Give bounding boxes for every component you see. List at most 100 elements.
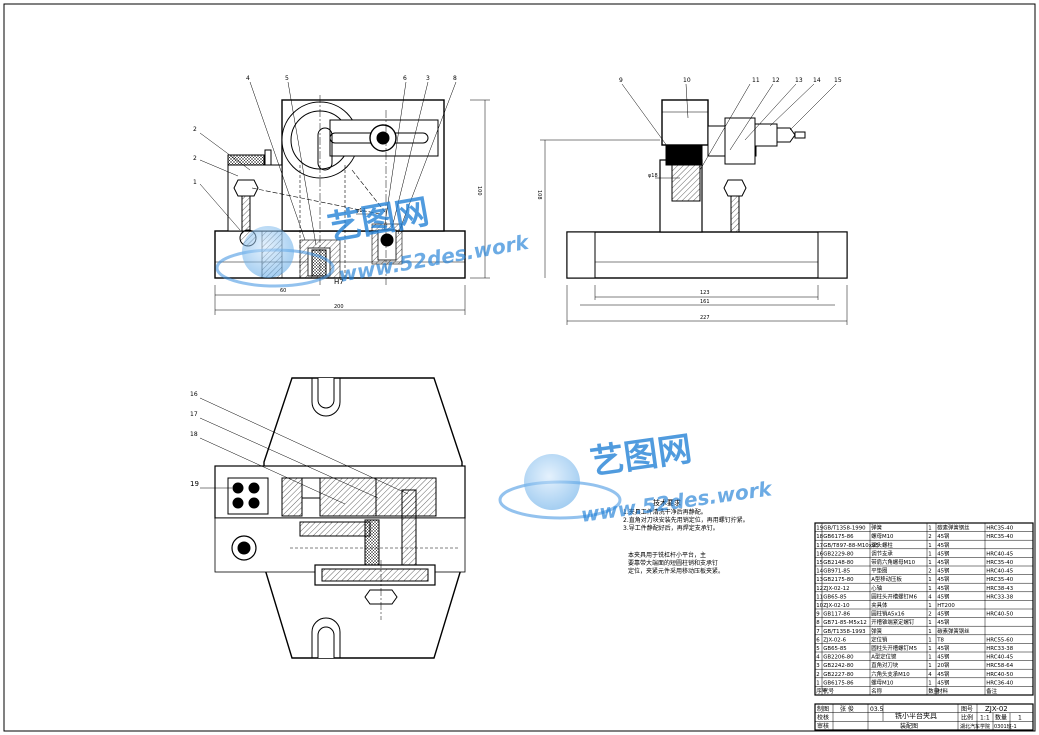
bom-cell-r16-c5: HRC58-64	[986, 663, 1014, 669]
bom-cell-r5-c1: GB971-85	[823, 569, 850, 575]
bom-cell-r7-c4: 45钢	[937, 584, 949, 592]
bom-cell-r6-c5: HRC35-40	[986, 577, 1014, 583]
dim-side-phi: φ18	[648, 173, 658, 179]
bom-header-4: 材料	[937, 687, 948, 695]
callout-front-1: 1	[193, 179, 197, 186]
bom-cell-r1-c3: 2	[928, 534, 931, 540]
bom-cell-r18-c0: 1	[816, 680, 819, 686]
bom-cell-r15-c0: 4	[816, 655, 820, 661]
bom-cell-r15-c4: 45钢	[937, 653, 949, 661]
bom-cell-r10-c5: HRC40-50	[986, 612, 1014, 618]
callout-side-15: 15	[834, 77, 842, 84]
bom-cell-r7-c1: ZJX-02-12	[823, 586, 849, 592]
bom-cell-r17-c0: 2	[816, 672, 819, 678]
bom-cell-r14-c3: 1	[928, 646, 931, 652]
watermark-lower: 艺图网 www.52des.work	[498, 429, 775, 527]
bom-cell-r10-c0: 9	[816, 612, 820, 618]
tb-school: 湖北汽车学院	[960, 723, 990, 730]
bom-cell-r8-c1: GB65-85	[823, 594, 847, 600]
bom-cell-r15-c5: HRC40-45	[986, 655, 1013, 661]
tech-req-item-3: 3.导工件静配好后，再焊定支承钉。	[623, 524, 719, 532]
tech-note-line-1: 本夹具用于铣杠杆小平台，主	[628, 551, 706, 559]
callout-front-4: 4	[246, 75, 250, 82]
bom-cell-r10-c2: 圆柱销A5x16	[871, 610, 905, 618]
tb-drawing-no-label: 图号	[961, 706, 973, 713]
bom-cell-r2-c0: 17	[816, 543, 823, 549]
bom-cell-r2-c3: 1	[928, 543, 931, 549]
tb-class: 0301班-1	[994, 723, 1017, 730]
watermark-brand-lower: 艺图网	[588, 429, 695, 483]
title-block	[814, 703, 1034, 731]
bom-cell-r13-c4: T8	[936, 637, 944, 643]
bom-cell-r11-c2: 开槽锥端紧定螺钉	[871, 618, 915, 626]
bom-cell-r13-c2: 定位销	[871, 635, 888, 643]
tech-note-line-2: 要靠带大端面的短圆柱销和支承钉	[628, 559, 718, 567]
bom-cell-r2-c1: GB/T897-88-M10x95	[823, 543, 879, 549]
bom-cell-r6-c4: 45钢	[937, 575, 949, 583]
tb-sheets: 1	[1018, 715, 1022, 722]
bom-cell-r12-c3: 1	[928, 629, 931, 635]
bom-cell-r18-c5: HRC36-40	[986, 680, 1014, 686]
bom-cell-r6-c1: GB2175-80	[823, 577, 854, 583]
title-block-text: 制图 张 俊 03.5 校核 审核 铣小平台夹具 装配图 图号 ZJX-02 比…	[817, 705, 1022, 730]
bom-header-0: 序号	[816, 687, 827, 695]
bom-cell-r9-c2: 夹具体	[871, 601, 888, 609]
callout-side-13: 13	[795, 77, 803, 84]
callout-front-2b: 2	[193, 155, 197, 162]
bom-cell-r0-c4: 碳素弹簧钢丝	[937, 524, 970, 532]
tech-req-item-2: 2.直角对刀块安装先用销定位，再用螺钉拧紧。	[623, 516, 749, 524]
bom-cell-r3-c3: 1	[928, 551, 931, 557]
sheet-border	[3, 3, 1036, 732]
tb-name-design: 张 俊	[840, 705, 854, 713]
bom-cell-r4-c4: 45钢	[937, 558, 949, 566]
tb-drawing-kind: 装配图	[900, 722, 918, 730]
bom-cell-r8-c2: 圆柱头开槽螺钉M6	[871, 592, 917, 600]
tb-scale-label: 比例	[961, 714, 973, 722]
bom-cell-r15-c2: A型定位键	[871, 653, 897, 661]
tech-note-line-3: 定位，夹紧元件采用移动压板夹紧。	[628, 567, 724, 575]
bom-cell-r14-c1: GB65-85	[823, 646, 847, 652]
top-view	[199, 377, 466, 659]
callout-side-14: 14	[813, 77, 821, 84]
bom-cell-r13-c0: 6	[816, 637, 820, 643]
dim-front-60: 60	[280, 288, 286, 294]
bom-cell-r13-c3: 1	[928, 637, 931, 643]
dim-front-height: 100	[476, 186, 482, 196]
bom-cell-r7-c0: 12	[816, 586, 823, 592]
bom-cell-r17-c2: 六角头支承M10	[871, 670, 910, 678]
bom-cell-r7-c5: HRC38-43	[986, 586, 1013, 592]
callout-front-5: 5	[285, 75, 289, 82]
tb-date: 03.5	[870, 706, 884, 713]
tb-role-check: 校核	[817, 714, 829, 722]
bom-cell-r3-c2: 调节支承	[871, 549, 893, 557]
bom-cell-r8-c5: HRC33-38	[986, 594, 1014, 600]
bom-cell-r4-c5: HRC35-40	[986, 560, 1014, 566]
callout-side-10: 10	[683, 77, 691, 84]
bom-cell-r3-c4: 45钢	[937, 549, 949, 557]
bom-cell-r0-c0: 19	[816, 526, 823, 532]
callout-side-9: 9	[619, 77, 623, 84]
side-view	[540, 83, 848, 325]
bom-cell-r0-c2: 弹簧	[871, 524, 882, 532]
bom-cell-r5-c5: HRC40-45	[986, 569, 1013, 575]
bom-cell-r17-c3: 4	[928, 672, 932, 678]
bom-header-1: 代号	[823, 687, 834, 695]
bom-cell-r2-c2: 双头螺柱	[871, 541, 893, 549]
bom-cell-r14-c2: 圆柱头开槽螺钉M5	[871, 644, 917, 652]
bom-cell-r7-c2: 心轴	[871, 584, 882, 592]
bom-cell-r8-c4: 45钢	[937, 592, 949, 600]
bom-header-5: 备注	[986, 687, 997, 695]
bom-cell-r12-c4: 碳素弹簧钢丝	[937, 627, 970, 635]
bom-cell-r12-c0: 7	[816, 629, 819, 635]
top-view-labels: 16 17 18 19	[190, 391, 199, 488]
bom-cell-r4-c3: 1	[928, 560, 931, 566]
bom-cell-r8-c3: 4	[928, 594, 932, 600]
front-view	[199, 81, 490, 315]
callout-front-6: 6	[403, 75, 407, 82]
callout-front-2a: 2	[193, 126, 197, 133]
dim-front-200: 200	[334, 304, 344, 310]
bom-cell-r5-c2: 平垫圈	[871, 567, 887, 575]
tech-requirements: 技术要求 1.夹具工件清洗干净后再静配。 2.直角对刀块安装先用销定位，再用螺钉…	[623, 498, 749, 575]
